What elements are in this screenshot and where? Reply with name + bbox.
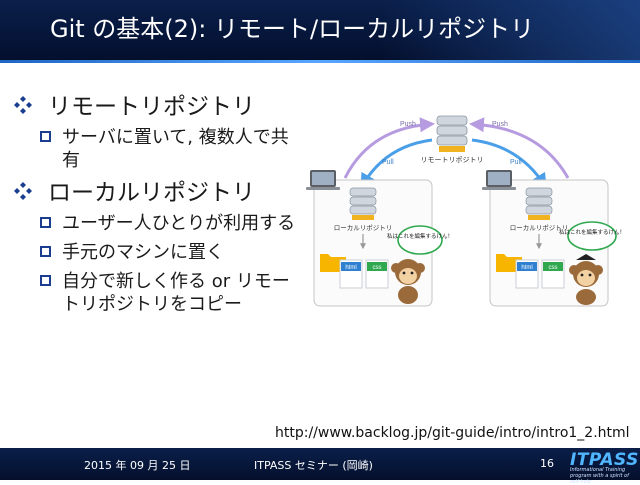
graduation-cap-icon bbox=[576, 254, 596, 260]
logo-text: ITPASS bbox=[570, 450, 639, 470]
laptop-icon bbox=[306, 170, 340, 190]
sub-bullet-text: サーバに置いて, 複数人で共有 bbox=[62, 127, 289, 171]
bullet-label: ローカルリポジトリ bbox=[48, 180, 255, 206]
pull-label-left: Pull bbox=[382, 159, 394, 166]
html-file-label: html bbox=[521, 265, 532, 271]
footer-event: ITPASS セミナー (岡崎) bbox=[254, 459, 373, 472]
local-server-icon bbox=[525, 187, 553, 220]
square-bullet-icon bbox=[40, 131, 51, 142]
css-file-icon: css bbox=[365, 259, 389, 289]
bullet-list: リモートリポジトリ サーバに置いて, 複数人で共有 ローカルリポジトリ ユーザー… bbox=[12, 92, 312, 322]
title-bar-accent bbox=[380, 0, 640, 60]
push-label-right: Push bbox=[492, 121, 508, 128]
local-server-icon bbox=[349, 187, 377, 220]
speech-text: 私はこれを編集するけん！ bbox=[559, 228, 625, 236]
sub-bullet-item: サーバに置いて, 複数人で共有 bbox=[12, 126, 302, 172]
itpass-logo: ITPASS Informational Training program wi… bbox=[568, 450, 639, 485]
speech-bubble: 私はこれを編集するけん！ bbox=[387, 225, 453, 255]
logo-tagline: Informational Training program with a sp… bbox=[570, 467, 629, 485]
title-divider bbox=[0, 60, 640, 63]
monkey-mascot-icon bbox=[391, 259, 425, 304]
local-machine-left: ローカルリポジトリ html css 私はこれを編集するけん！ bbox=[306, 170, 453, 307]
laptop-icon bbox=[482, 170, 516, 190]
footer-date: 2015 年 09 月 25 日 bbox=[84, 459, 191, 472]
local-machine-right: ローカルリポジトリ html css 私はこれを編集するけん！ bbox=[482, 170, 625, 307]
sub-bullet-item: 自分で新しく作る or リモートリポジトリをコピー bbox=[12, 270, 302, 316]
push-arrow-right bbox=[469, 117, 570, 179]
html-file-label: html bbox=[345, 265, 356, 271]
speech-text: 私はこれを編集するけん！ bbox=[387, 232, 453, 240]
local-repo-label: ローカルリポジトリ bbox=[510, 224, 569, 232]
speech-bubble: 私はこれを編集するけん！ bbox=[559, 221, 625, 251]
remote-server-icon bbox=[436, 115, 468, 152]
remote-repo-label: リモートリポジトリ bbox=[421, 156, 484, 164]
footer-bar: 2015 年 09 月 25 日 ITPASS セミナー (岡崎) 16 ITP… bbox=[0, 448, 640, 485]
push-label-left: Push bbox=[400, 121, 416, 128]
bullet-remote-repository: リモートリポジトリ bbox=[12, 92, 312, 122]
pull-arrow-right bbox=[471, 138, 547, 189]
pull-arrow-left bbox=[360, 138, 433, 189]
local-repo-label: ローカルリポジトリ bbox=[334, 224, 393, 232]
sub-bullet-item: ユーザー人ひとりが利用する bbox=[12, 212, 302, 235]
css-file-icon: css bbox=[541, 259, 565, 289]
diamond-bullet-icon bbox=[14, 182, 32, 200]
push-arrow-left bbox=[343, 117, 435, 179]
html-file-icon: html bbox=[339, 259, 363, 289]
sub-bullet-text: 手元のマシンに置く bbox=[62, 242, 224, 263]
diamond-bullet-icon bbox=[14, 96, 32, 114]
sub-bullet-text: ユーザー人ひとりが利用する bbox=[62, 213, 296, 234]
pull-label-right: Pull bbox=[510, 159, 522, 166]
bullet-local-repository: ローカルリポジトリ bbox=[12, 178, 312, 208]
source-url: http://www.backlog.jp/git-guide/intro/in… bbox=[275, 425, 630, 441]
monkey-mascot-icon bbox=[569, 254, 603, 305]
square-bullet-icon bbox=[40, 217, 51, 228]
html-file-icon: html bbox=[515, 259, 539, 289]
sub-bullet-text: 自分で新しく作る or リモートリポジトリをコピー bbox=[62, 271, 290, 315]
title-bar: Git の基本(2): リモート/ローカルリポジトリ bbox=[0, 0, 640, 60]
square-bullet-icon bbox=[40, 246, 51, 257]
slide-title: Git の基本(2): リモート/ローカルリポジトリ bbox=[50, 15, 535, 43]
sub-bullet-item: 手元のマシンに置く bbox=[12, 241, 302, 264]
css-file-label: css bbox=[373, 265, 382, 271]
square-bullet-icon bbox=[40, 275, 51, 286]
page-number: 16 bbox=[540, 457, 554, 470]
bullet-label: リモートリポジトリ bbox=[48, 94, 255, 120]
css-file-label: css bbox=[549, 265, 558, 271]
repository-diagram: リモートリポジトリ Push Push Pull Pull ローカルリポジトリ … bbox=[306, 115, 625, 307]
